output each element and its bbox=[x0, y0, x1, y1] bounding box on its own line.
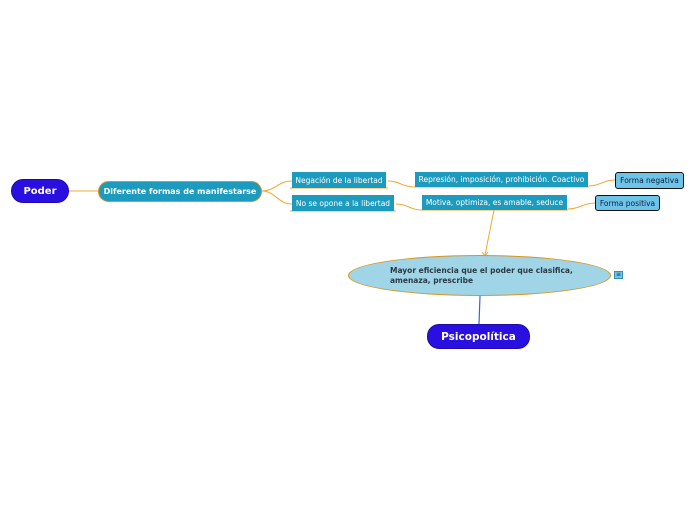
node-negacion-libertad[interactable]: Negación de la libertad bbox=[292, 172, 386, 188]
node-forma-positiva[interactable]: Forma positiva bbox=[595, 195, 660, 211]
node-no-se-opone[interactable]: No se opone a la libertad bbox=[292, 195, 394, 211]
node-psicopolitica-label: Psicopolítica bbox=[441, 330, 516, 343]
node-forma-positiva-label: Forma positiva bbox=[599, 198, 656, 208]
node-mayor-eficiencia[interactable]: Mayor eficiencia que el poder que clasif… bbox=[348, 255, 611, 296]
connector-no-opone-motiva bbox=[395, 203, 423, 211]
node-represion-label: Represión, imposición, prohibición. Coac… bbox=[418, 175, 585, 184]
node-diferentes-formas-label: Diferente formas de manifestarse bbox=[103, 187, 257, 196]
node-negacion-libertad-label: Negación de la libertad bbox=[295, 175, 383, 185]
connector-motiva-positiva bbox=[567, 202, 596, 210]
node-mayor-eficiencia-label: Mayor eficiencia que el poder que clasif… bbox=[390, 266, 573, 285]
node-poder-label: Poder bbox=[23, 185, 57, 197]
connector-ellipse-psicopolitica bbox=[478, 295, 481, 325]
node-represion[interactable]: Represión, imposición, prohibición. Coac… bbox=[415, 172, 588, 187]
connector-diferentes-negacion bbox=[261, 180, 293, 192]
connector-negacion-represion bbox=[387, 180, 416, 188]
node-forma-negativa-label: Forma negativa bbox=[620, 176, 679, 185]
connector-represion-negativa bbox=[588, 179, 616, 187]
node-diferentes-formas[interactable]: Diferente formas de manifestarse bbox=[98, 181, 262, 202]
connector-diferentes-no-opone bbox=[261, 190, 293, 205]
connector-motiva-ellipse bbox=[484, 209, 495, 256]
node-psicopolitica[interactable]: Psicopolítica bbox=[427, 324, 530, 349]
node-forma-negativa[interactable]: Forma negativa bbox=[615, 172, 684, 189]
node-motiva-label: Motiva, optimiza, es amable, seduce bbox=[425, 198, 564, 207]
note-icon[interactable]: ≡ bbox=[614, 271, 623, 279]
node-motiva[interactable]: Motiva, optimiza, es amable, seduce bbox=[422, 195, 567, 210]
node-no-se-opone-label: No se opone a la libertad bbox=[295, 198, 391, 208]
node-poder[interactable]: Poder bbox=[11, 179, 69, 203]
